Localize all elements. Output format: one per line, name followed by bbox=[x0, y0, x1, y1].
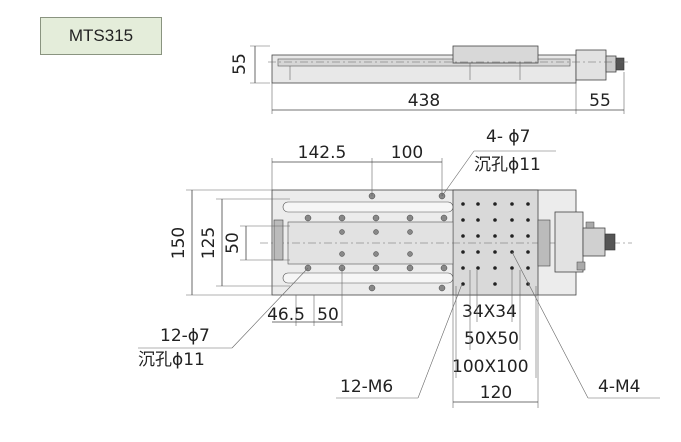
side-coupling bbox=[605, 55, 617, 73]
side-view: 55 438 55 bbox=[230, 45, 628, 114]
dim-46-5: 46.5 bbox=[267, 305, 305, 325]
top-knob-icon bbox=[604, 233, 616, 251]
side-length-dim: 438 bbox=[408, 91, 440, 111]
dim-table-120: 120 bbox=[480, 383, 512, 403]
side-motor-block bbox=[575, 49, 607, 81]
dim-100: 100 bbox=[391, 143, 423, 163]
top-view: 142.5 100 4- ϕ7 沉孔ϕ11 150 125 50 46.5 50… bbox=[138, 127, 660, 408]
top-carriage-table bbox=[452, 189, 539, 296]
dim-grid-34: 34X34 bbox=[462, 302, 517, 322]
side-knob-icon bbox=[615, 57, 625, 71]
dim-grid-50: 50X50 bbox=[464, 329, 519, 349]
model-name: MTS315 bbox=[68, 26, 134, 45]
dim-125: 125 bbox=[199, 227, 219, 259]
model-badge: MTS315 bbox=[40, 17, 162, 55]
dim-50: 50 bbox=[223, 232, 243, 254]
dim-grid-100: 100X100 bbox=[452, 357, 529, 377]
top-coupling bbox=[582, 227, 606, 257]
side-rail bbox=[277, 58, 571, 67]
callout-12-holes-line2: 沉孔ϕ11 bbox=[138, 350, 205, 370]
callout-m6: 12-M6 bbox=[340, 377, 393, 397]
dim-150: 150 bbox=[169, 227, 189, 259]
callout-4-holes-line2: 沉孔ϕ11 bbox=[474, 155, 541, 175]
side-height-dim: 55 bbox=[230, 53, 250, 75]
callout-m4: 4-M4 bbox=[598, 377, 640, 397]
top-slot-lower bbox=[282, 272, 454, 284]
callout-12-holes-line1: 12-ϕ7 bbox=[160, 326, 210, 346]
top-slot-upper bbox=[282, 201, 454, 213]
side-knob-dim: 55 bbox=[589, 91, 611, 111]
dim-50b: 50 bbox=[317, 305, 339, 325]
table-tapped-holes bbox=[461, 202, 530, 286]
dim-142-5: 142.5 bbox=[298, 143, 347, 163]
top-end-block-right bbox=[537, 219, 551, 267]
callout-4-holes-line1: 4- ϕ7 bbox=[486, 127, 530, 147]
side-carriage bbox=[452, 45, 539, 64]
